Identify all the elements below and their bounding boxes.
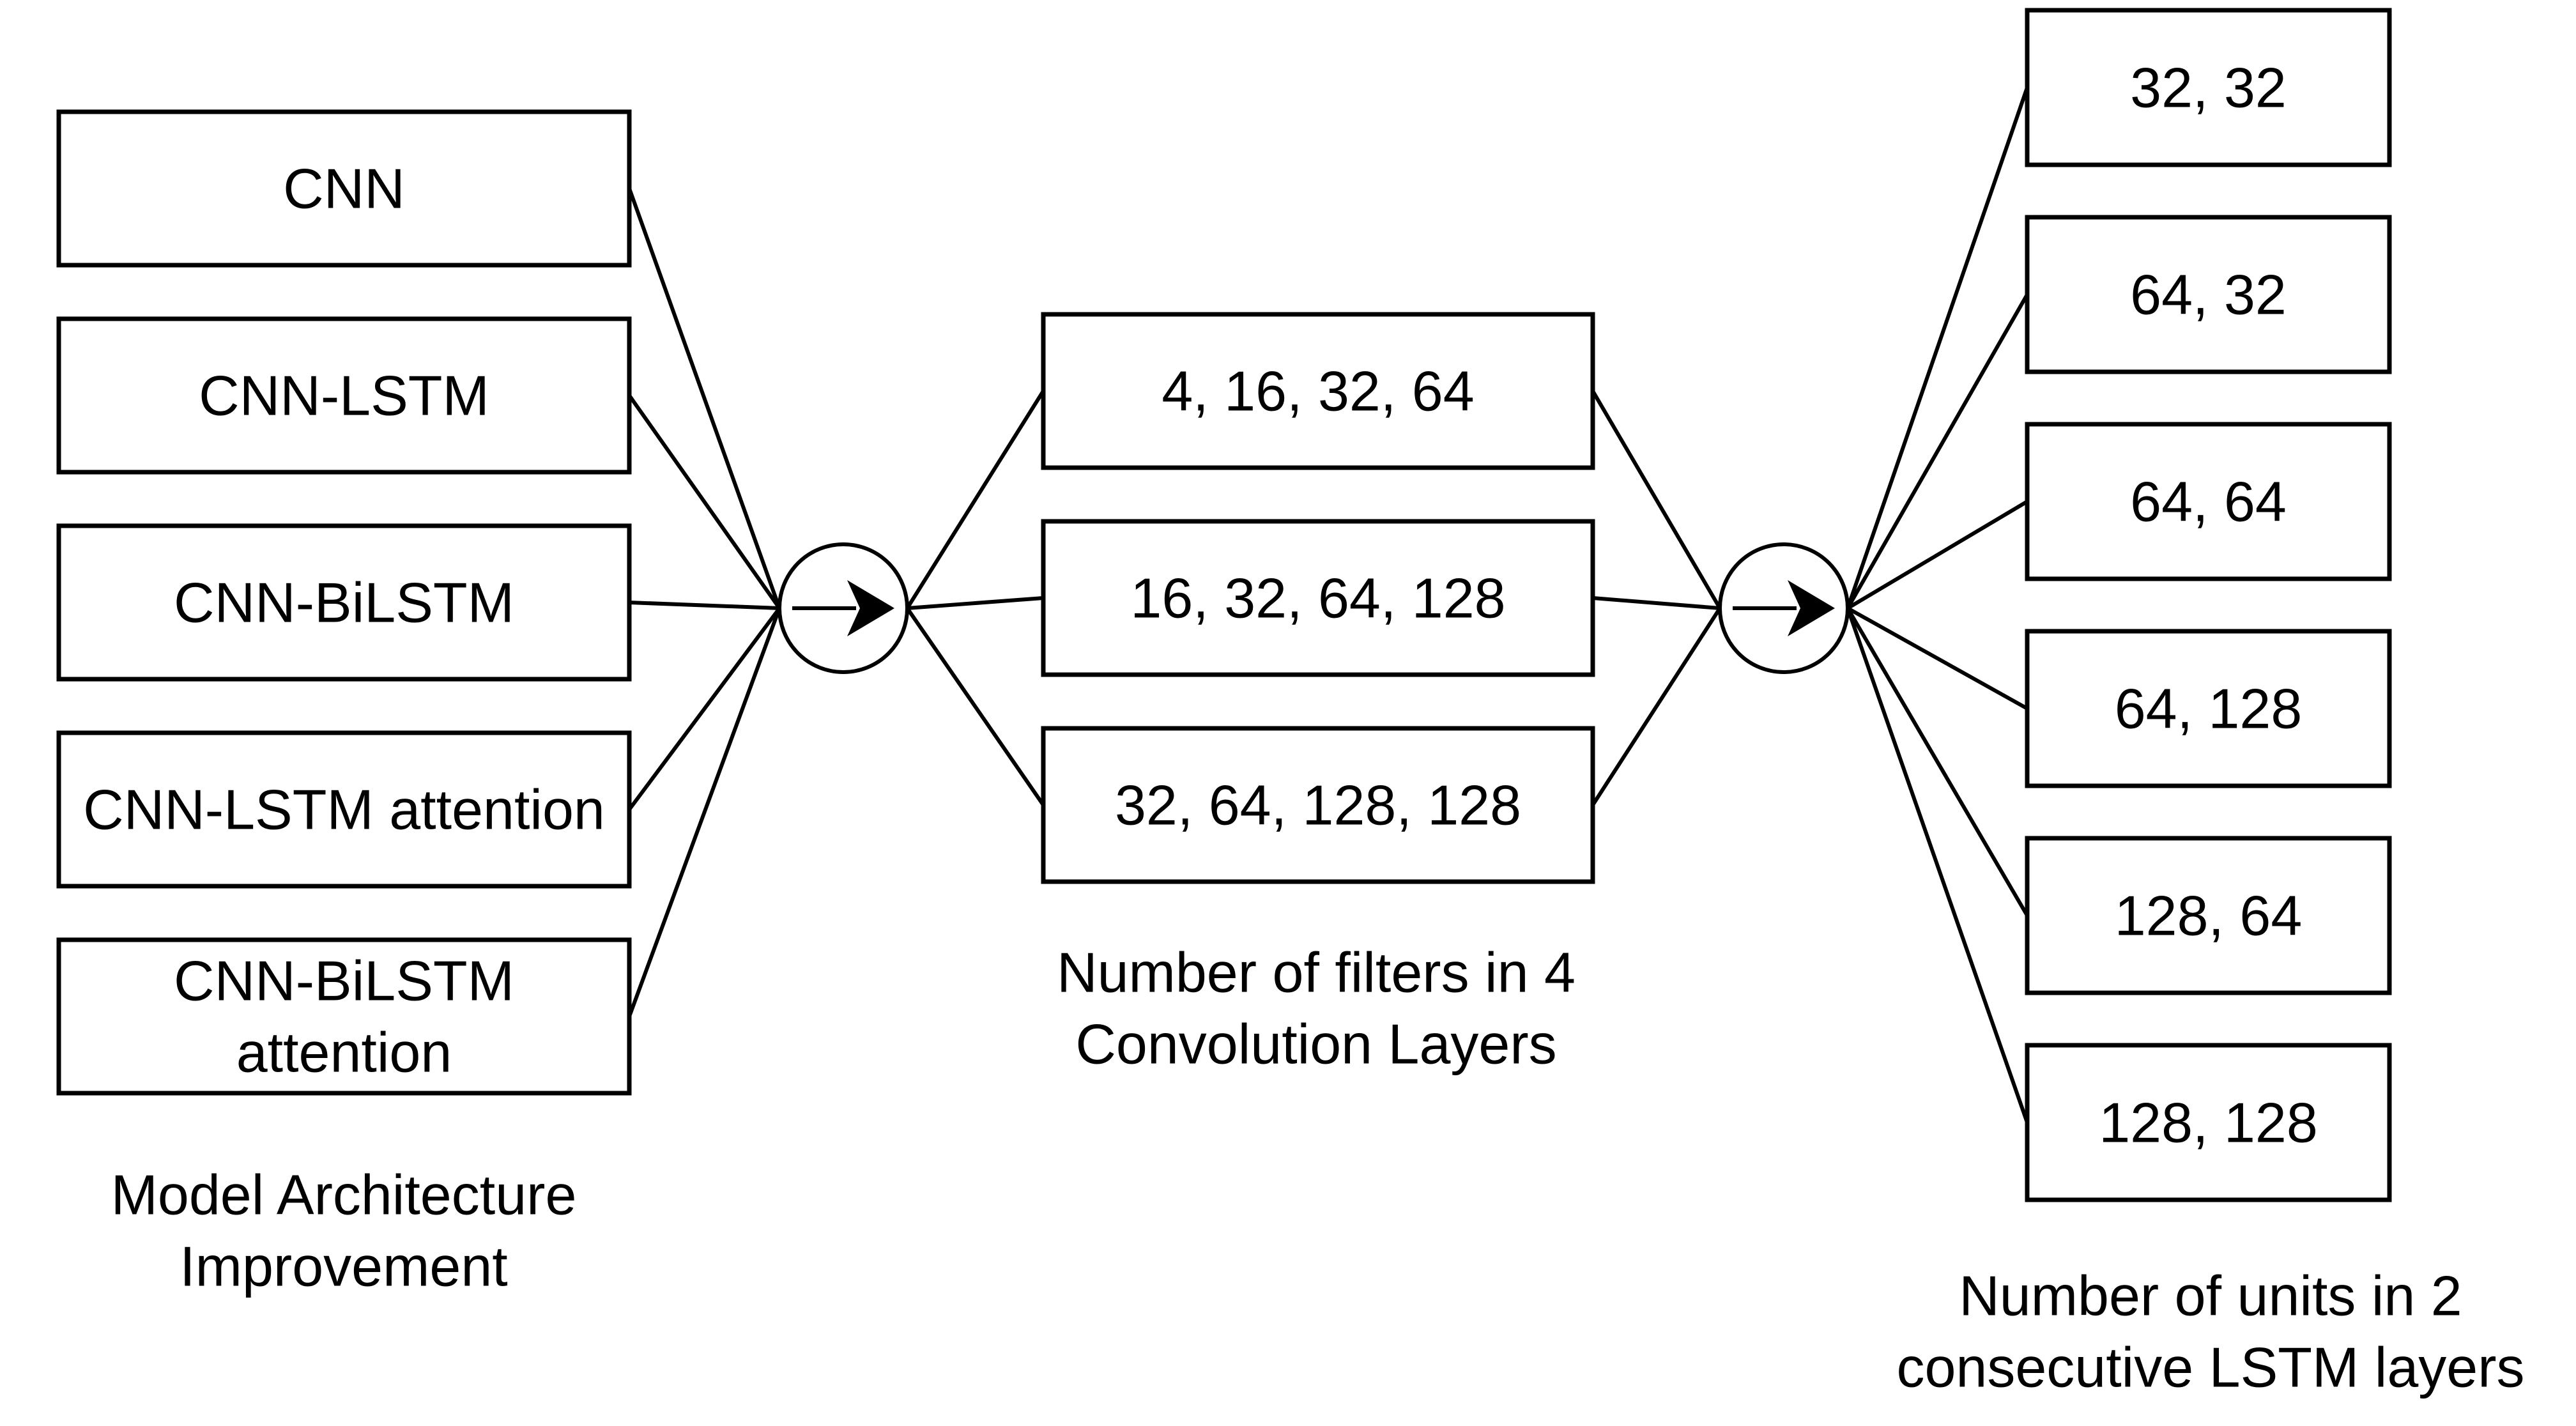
arrow-right-icon bbox=[1733, 580, 1835, 636]
lstm-option: 64, 64 bbox=[2025, 422, 2392, 581]
model-option-label: CNN-BiLSTM bbox=[174, 571, 514, 634]
connector-line bbox=[907, 596, 1044, 610]
model-option-box bbox=[56, 109, 632, 268]
connector-line bbox=[627, 394, 781, 610]
filters-option-box bbox=[1041, 312, 1595, 470]
connector-line bbox=[627, 607, 781, 811]
lstm-option-label: 64, 32 bbox=[2130, 263, 2287, 326]
model-caption: Improvement bbox=[180, 1235, 508, 1298]
lstm-option-box bbox=[2025, 215, 2392, 374]
connector-line bbox=[1846, 607, 2029, 917]
lstm-option-box bbox=[2025, 422, 2392, 581]
model-option-box bbox=[56, 523, 632, 682]
model-option-label: CNN-LSTM attention bbox=[83, 778, 605, 841]
connector-line bbox=[629, 601, 780, 610]
model-option-label: CNN bbox=[283, 157, 405, 220]
model-option-label: attention bbox=[236, 1021, 452, 1084]
filters-option-box bbox=[1041, 726, 1595, 884]
filters-option: 16, 32, 64, 128 bbox=[1041, 519, 1595, 677]
connector-line bbox=[1591, 607, 1722, 806]
model-option: CNN-LSTM bbox=[56, 316, 632, 475]
merge-node-2 bbox=[1718, 542, 1850, 674]
connector-line bbox=[1846, 293, 2029, 610]
connector-line bbox=[627, 187, 781, 610]
lstm-option-box bbox=[2025, 836, 2392, 995]
arrow-right-icon bbox=[792, 580, 894, 636]
filters-option-label: 32, 64, 128, 128 bbox=[1115, 774, 1521, 837]
lstm-caption: consecutive LSTM layers bbox=[1896, 1336, 2524, 1399]
merge-node-1 bbox=[778, 542, 909, 674]
filters-option: 4, 16, 32, 64 bbox=[1041, 312, 1595, 470]
lstm-option-box bbox=[2025, 1043, 2392, 1202]
lstm-option-label: 32, 32 bbox=[2130, 56, 2287, 119]
connector-line bbox=[1846, 606, 2028, 710]
lstm-option-label: 64, 64 bbox=[2130, 470, 2287, 533]
connector-line bbox=[905, 607, 1045, 806]
model-option: CNN-BiLSTM bbox=[56, 523, 632, 682]
connector-lines bbox=[627, 87, 2029, 1123]
model-option: CNN bbox=[56, 109, 632, 268]
connector-line bbox=[1592, 596, 1721, 610]
lstm-option: 64, 128 bbox=[2025, 629, 2392, 788]
model-option-label: CNN-LSTM bbox=[199, 364, 489, 427]
filters-option-box bbox=[1041, 519, 1595, 677]
model-option-label: CNN-BiLSTM bbox=[174, 949, 514, 1013]
connector-line bbox=[627, 607, 781, 1018]
connector-line bbox=[1591, 390, 1722, 610]
connector-line bbox=[1846, 608, 2029, 1123]
model-option: CNN-LSTM attention bbox=[56, 730, 632, 889]
filters-option-label: 4, 16, 32, 64 bbox=[1162, 360, 1474, 423]
filters-caption: Number of filters in 4 bbox=[1057, 941, 1575, 1004]
model-caption: Model Architecture bbox=[111, 1163, 577, 1227]
lstm-option-box bbox=[2025, 8, 2392, 167]
connector-line bbox=[1846, 500, 2028, 610]
lstm-option-label: 64, 128 bbox=[2115, 677, 2303, 740]
filters-option: 32, 64, 128, 128 bbox=[1041, 726, 1595, 884]
lstm-option: 32, 32 bbox=[2025, 8, 2392, 167]
lstm-option-label: 128, 128 bbox=[2099, 1091, 2318, 1154]
lstm-option-box bbox=[2025, 629, 2392, 788]
lstm-option: 128, 128 bbox=[2025, 1043, 2392, 1202]
lstm-option-label: 128, 64 bbox=[2115, 884, 2303, 947]
filters-option-label: 16, 32, 64, 128 bbox=[1130, 567, 1505, 630]
lstm-caption: Number of units in 2 bbox=[1959, 1264, 2462, 1328]
model-option: CNN-BiLSTM attention bbox=[56, 937, 632, 1096]
model-option-box bbox=[56, 730, 632, 889]
model-option-box bbox=[56, 937, 632, 1096]
connector-line bbox=[905, 390, 1045, 610]
lstm-option: 64, 32 bbox=[2025, 215, 2392, 374]
lstm-option: 128, 64 bbox=[2025, 836, 2392, 995]
merge-nodes bbox=[778, 542, 1850, 674]
filters-caption: Convolution Layers bbox=[1075, 1013, 1556, 1076]
model-option-box bbox=[56, 316, 632, 475]
connector-line bbox=[1846, 87, 2029, 609]
